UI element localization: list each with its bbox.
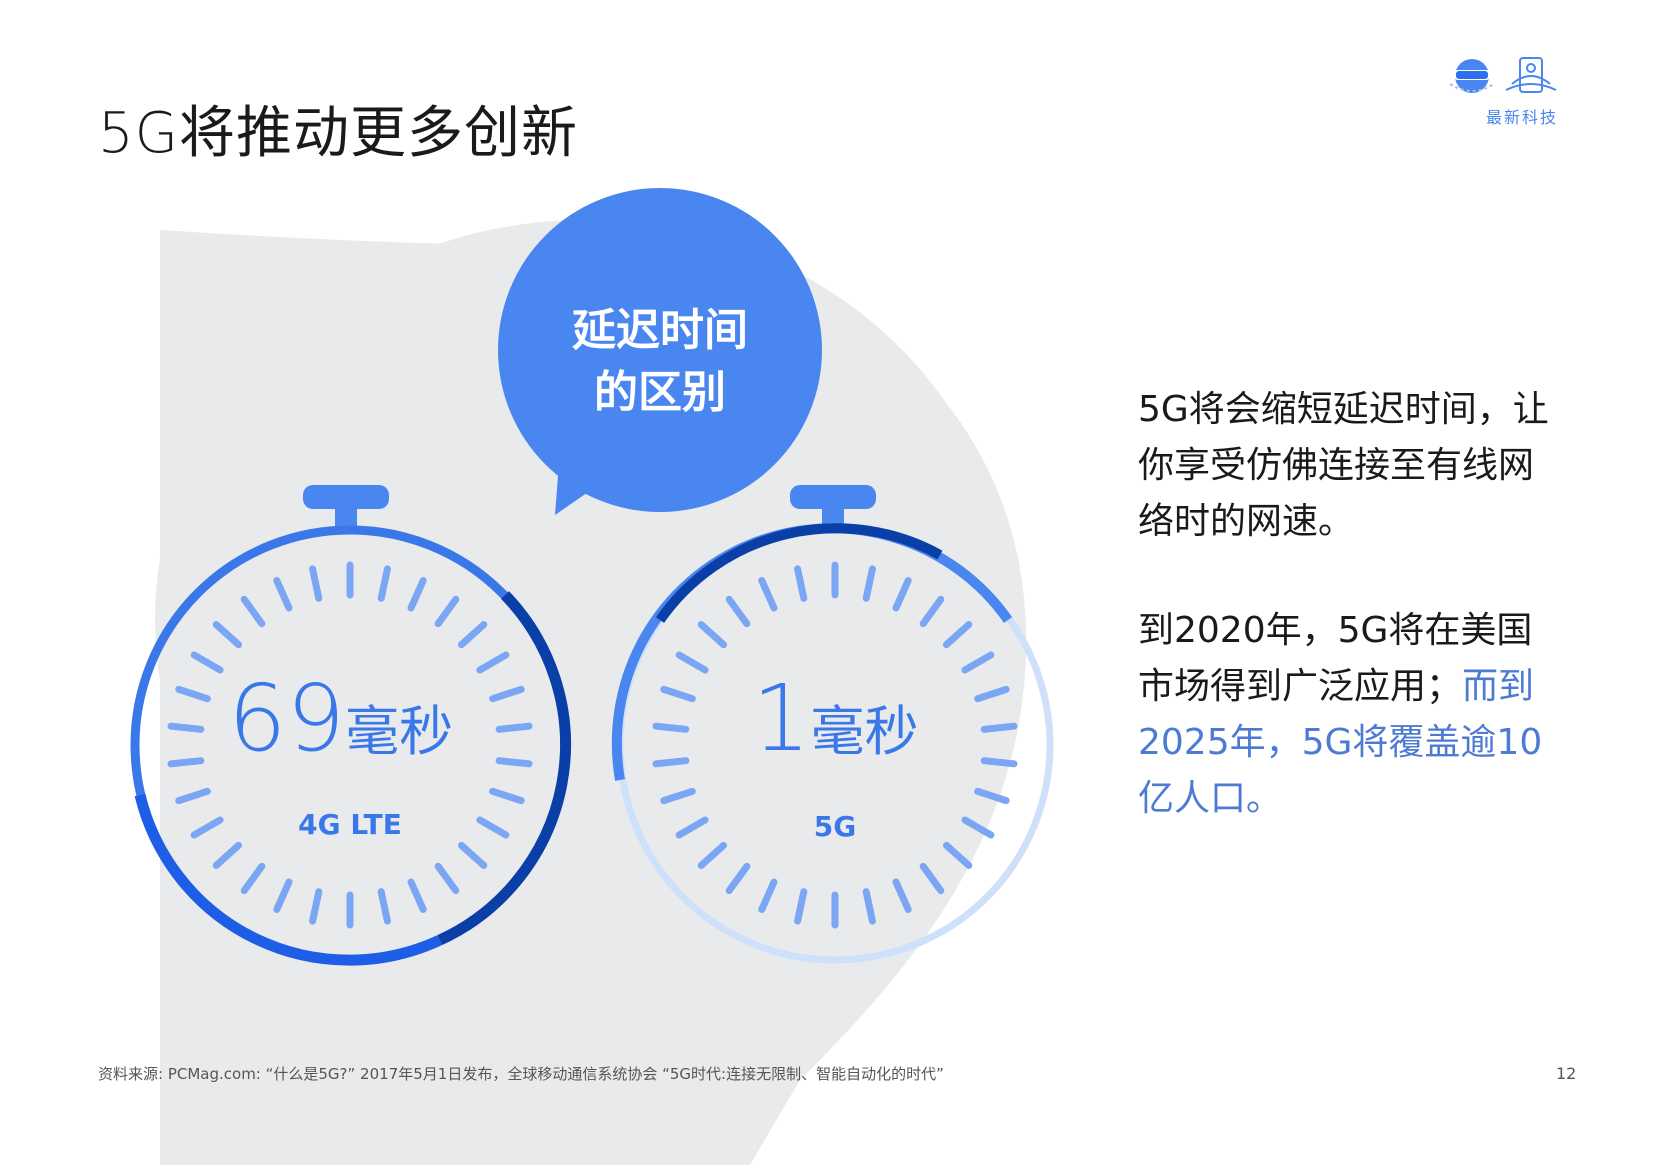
tick-mark <box>212 841 243 869</box>
tick-mark <box>476 816 510 839</box>
timer-4g-unit: 毫秒 <box>345 700 454 763</box>
tick-mark <box>175 787 211 805</box>
tick-mark <box>919 595 945 628</box>
tick-mark <box>892 577 912 612</box>
page-number: 12 <box>1556 1064 1577 1083</box>
tick-mark <box>725 595 751 628</box>
tick-mark <box>476 651 510 674</box>
bubble-line-2: 的区别 <box>594 367 726 418</box>
page-title: 5G将推动更多创新 <box>98 101 579 166</box>
tick-mark <box>974 787 1010 805</box>
tick-mark <box>407 577 427 612</box>
tick-mark <box>675 651 709 674</box>
tick-mark <box>377 565 391 602</box>
tick-mark <box>240 862 266 895</box>
tick-mark <box>495 757 533 768</box>
tick-mark <box>961 816 995 839</box>
tick-mark <box>652 757 690 768</box>
tick-mark <box>794 565 808 602</box>
tick-mark <box>697 841 728 869</box>
tick-mark <box>489 685 525 703</box>
timer-4g-label: 4G LTE <box>298 808 402 841</box>
tick-mark <box>942 621 973 649</box>
tick-mark <box>652 722 690 733</box>
tick-mark <box>309 565 323 602</box>
tick-mark <box>660 787 696 805</box>
stopwatch-4g <box>130 485 571 966</box>
timer-5g-number: 1 <box>752 665 811 772</box>
logo-text: 最新科技 <box>1486 108 1559 127</box>
para-2-accent: 而到2025年，5G将覆盖逾10亿人口。 <box>1138 666 1543 819</box>
source-footnote: 资料来源: PCMag.com: “什么是5G?” 2017年5月1日发布，全球… <box>98 1065 944 1083</box>
tick-mark <box>862 565 876 602</box>
tick-mark <box>273 878 293 913</box>
tick-mark <box>942 841 973 869</box>
timer-5g-value: 1毫秒 <box>752 665 919 772</box>
tick-mark <box>794 888 808 925</box>
tick-mark <box>489 787 525 805</box>
tick-mark <box>961 651 995 674</box>
tick-mark <box>190 816 224 839</box>
timer-5g-label: 5G <box>813 810 857 843</box>
tick-mark <box>758 577 778 612</box>
tick-mark <box>434 862 460 895</box>
timer-4g-number: 69 <box>228 665 346 772</box>
tick-mark <box>273 577 293 612</box>
tick-mark <box>175 685 211 703</box>
brand-logo <box>1446 54 1576 130</box>
tick-mark <box>919 862 945 895</box>
timer-5g-unit: 毫秒 <box>810 700 919 763</box>
tick-mark <box>758 878 778 913</box>
tick-mark <box>309 888 323 925</box>
para-2-plain: 到2020年，5G将在美国市场得到广泛应用； <box>1138 610 1533 707</box>
phone-network-icon <box>1505 57 1557 93</box>
bubble-text: 延迟时间 的区别 <box>500 300 820 424</box>
tick-mark <box>167 722 205 733</box>
stopwatch-5g <box>611 485 1054 964</box>
description-para-1: 5G将会缩短延迟时间，让你享受仿佛连接至有线网络时的网速。 <box>1138 389 1549 542</box>
tick-mark <box>980 722 1018 733</box>
tick-mark <box>660 685 696 703</box>
bubble-line-1: 延迟时间 <box>572 305 748 356</box>
tick-mark <box>457 621 488 649</box>
tick-mark <box>892 878 912 913</box>
tick-mark <box>434 595 460 628</box>
tick-mark <box>697 621 728 649</box>
tick-mark <box>240 595 266 628</box>
speech-bubble <box>498 188 822 515</box>
tick-mark <box>212 621 243 649</box>
description-para-2: 到2020年，5G将在美国市场得到广泛应用；而到2025年，5G将覆盖逾10亿人… <box>1138 603 1568 827</box>
vr-headset-icon <box>1449 59 1495 93</box>
tick-mark <box>980 757 1018 768</box>
tick-mark <box>377 888 391 925</box>
tick-mark <box>190 651 224 674</box>
tick-mark <box>407 878 427 913</box>
tick-mark <box>675 816 709 839</box>
timer-4g-value: 69毫秒 <box>228 665 453 772</box>
tick-mark <box>974 685 1010 703</box>
tick-mark <box>457 841 488 869</box>
tick-mark <box>862 888 876 925</box>
tick-mark <box>167 757 205 768</box>
tick-mark <box>495 722 533 733</box>
tick-mark <box>725 862 751 895</box>
